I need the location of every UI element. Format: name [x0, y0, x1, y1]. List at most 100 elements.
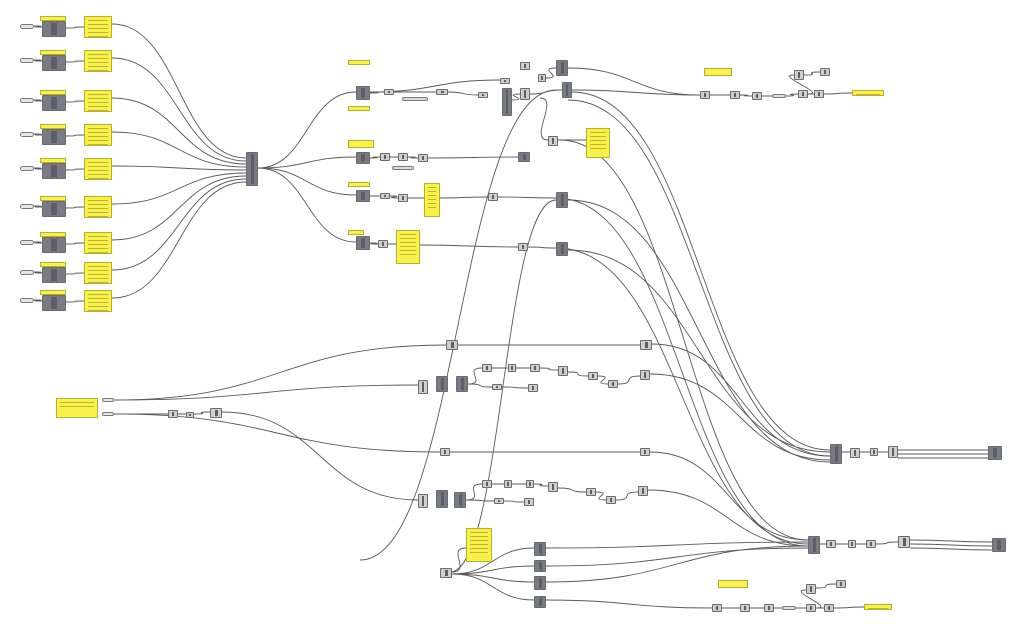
param-input[interactable]: [20, 58, 34, 63]
component-node[interactable]: [454, 492, 466, 508]
component-node[interactable]: [482, 480, 492, 488]
component-node[interactable]: [42, 237, 66, 253]
component-node[interactable]: [848, 540, 856, 548]
component-node[interactable]: [640, 340, 652, 350]
component-node[interactable]: [478, 92, 488, 98]
component-node[interactable]: [556, 242, 568, 256]
component-node[interactable]: [826, 540, 836, 548]
component-node[interactable]: [992, 538, 1006, 552]
component-node[interactable]: [356, 236, 370, 250]
component-node[interactable]: [42, 55, 66, 71]
component-node[interactable]: [378, 240, 388, 248]
component-node[interactable]: [418, 380, 428, 394]
component-node[interactable]: [558, 366, 568, 376]
component-node[interactable]: [866, 540, 876, 548]
component-node[interactable]: [526, 480, 534, 488]
component-node[interactable]: [492, 384, 502, 390]
component-node[interactable]: [356, 190, 370, 202]
component-node[interactable]: [380, 153, 390, 161]
component-node[interactable]: [488, 193, 498, 201]
component-node[interactable]: [518, 152, 530, 162]
component-node[interactable]: [798, 90, 808, 98]
component-node[interactable]: [740, 604, 750, 612]
component-node[interactable]: [534, 596, 546, 608]
yellow-panel[interactable]: [84, 262, 112, 284]
component-node[interactable]: [436, 376, 448, 392]
component-node[interactable]: [764, 604, 774, 612]
component-node[interactable]: [42, 267, 66, 283]
component-node[interactable]: [534, 560, 546, 572]
param-input[interactable]: [20, 98, 34, 103]
component-node[interactable]: [504, 480, 512, 488]
component-node[interactable]: [556, 60, 568, 76]
component-node[interactable]: [398, 153, 408, 161]
yellow-panel[interactable]: [424, 183, 440, 217]
param-input[interactable]: [20, 132, 34, 137]
component-node[interactable]: [436, 490, 448, 508]
yellow-panel[interactable]: [84, 232, 112, 254]
component-node[interactable]: [806, 584, 816, 594]
component-node[interactable]: [898, 536, 910, 548]
component-node[interactable]: [534, 542, 546, 556]
component-node[interactable]: [794, 70, 804, 80]
component-node[interactable]: [640, 370, 650, 380]
yellow-panel[interactable]: [84, 16, 112, 38]
param-input[interactable]: [20, 166, 34, 171]
component-node[interactable]: [752, 92, 762, 100]
component-node[interactable]: [548, 136, 558, 146]
component-node[interactable]: [530, 364, 540, 372]
component-node[interactable]: [440, 568, 452, 578]
component-node[interactable]: [440, 448, 450, 456]
component-node[interactable]: [518, 243, 528, 251]
component-node[interactable]: [380, 193, 390, 199]
component-node[interactable]: [356, 152, 370, 164]
number-slider[interactable]: [392, 166, 414, 170]
param-input[interactable]: [20, 298, 34, 303]
param-input[interactable]: [102, 412, 114, 416]
component-node[interactable]: [356, 86, 370, 100]
yellow-panel[interactable]: [852, 90, 884, 96]
yellow-panel[interactable]: [84, 196, 112, 218]
component-node[interactable]: [520, 62, 530, 70]
param-input[interactable]: [102, 398, 114, 402]
component-node[interactable]: [850, 448, 860, 458]
component-node[interactable]: [168, 410, 178, 418]
component-node[interactable]: [730, 91, 740, 99]
component-node[interactable]: [638, 486, 648, 496]
component-node[interactable]: [548, 482, 558, 492]
component-node[interactable]: [384, 89, 394, 95]
component-node[interactable]: [210, 408, 222, 418]
component-node[interactable]: [502, 88, 512, 116]
param-input[interactable]: [20, 24, 34, 29]
component-node[interactable]: [588, 372, 598, 380]
component-node[interactable]: [888, 446, 898, 458]
param-input[interactable]: [20, 240, 34, 245]
yellow-panel[interactable]: [396, 230, 420, 264]
param-input[interactable]: [20, 204, 34, 209]
number-slider[interactable]: [782, 606, 796, 610]
component-node[interactable]: [456, 376, 468, 392]
number-slider[interactable]: [772, 94, 786, 98]
component-node[interactable]: [824, 604, 834, 612]
component-node[interactable]: [500, 78, 510, 84]
component-node[interactable]: [246, 152, 258, 186]
component-node[interactable]: [820, 68, 830, 76]
component-node[interactable]: [436, 89, 448, 95]
component-node[interactable]: [814, 90, 824, 98]
component-node[interactable]: [640, 448, 650, 456]
component-node[interactable]: [700, 91, 710, 99]
component-node[interactable]: [870, 448, 878, 456]
component-node[interactable]: [508, 364, 516, 372]
component-node[interactable]: [562, 82, 572, 98]
number-slider[interactable]: [402, 97, 428, 101]
component-node[interactable]: [42, 95, 66, 111]
component-node[interactable]: [42, 21, 66, 37]
component-node[interactable]: [988, 446, 1002, 460]
component-node[interactable]: [418, 154, 428, 162]
component-node[interactable]: [42, 295, 66, 311]
component-node[interactable]: [482, 364, 492, 372]
component-node[interactable]: [830, 444, 842, 464]
yellow-panel[interactable]: [56, 398, 98, 418]
yellow-panel[interactable]: [586, 128, 610, 158]
